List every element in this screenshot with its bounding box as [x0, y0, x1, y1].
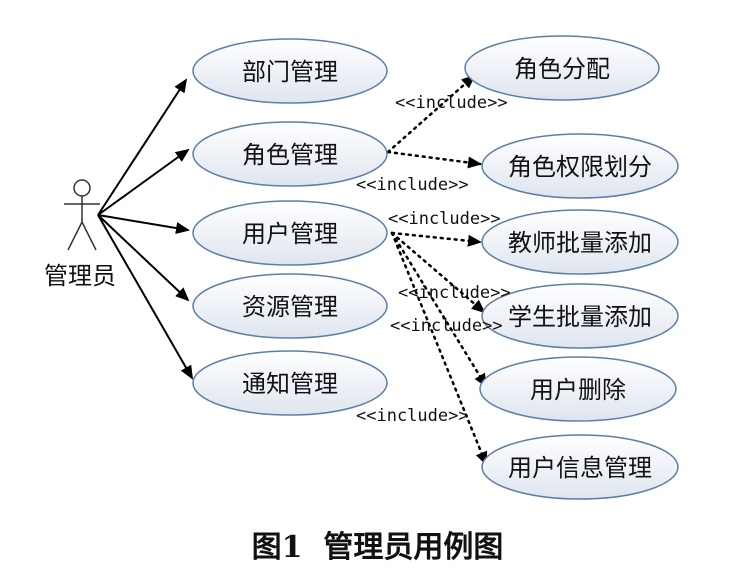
association-resource — [97, 214, 190, 302]
use-case-user: 用户管理 — [192, 200, 388, 266]
use-case-user-delete-label: 用户删除 — [530, 376, 626, 404]
use-case-role-label: 角色管理 — [242, 141, 338, 169]
include-label-user-info-manage: <<include>> — [356, 406, 469, 426]
use-case-role-assign: 角色分配 — [464, 35, 660, 101]
include-label-student-batch-add: <<include>> — [398, 283, 511, 303]
include-role-assign — [386, 74, 476, 154]
association-dept — [97, 78, 188, 216]
use-case-resource-label: 资源管理 — [242, 293, 338, 321]
use-case-notice: 通知管理 — [192, 350, 388, 416]
use-case-student-batch-add: 学生批量添加 — [481, 283, 679, 349]
use-case-role: 角色管理 — [192, 121, 388, 187]
include-label-teacher-batch-add: <<include>> — [388, 209, 501, 229]
use-case-role-assign-label: 角色分配 — [514, 55, 610, 83]
actor-admin-icon — [64, 179, 100, 251]
association-notice — [97, 214, 193, 380]
actor-label: 管理员 — [44, 262, 116, 290]
use-case-user-info-manage-label: 用户信息管理 — [508, 454, 652, 482]
association-role — [97, 148, 190, 216]
association-user — [97, 214, 190, 234]
use-case-dept-label: 部门管理 — [242, 58, 338, 86]
use-case-role-permission-label: 角色权限划分 — [508, 153, 652, 181]
use-case-teacher-batch-add: 教师批量添加 — [481, 209, 679, 275]
use-case-student-batch-add-label: 学生批量添加 — [508, 303, 652, 331]
include-user-delete — [390, 231, 488, 388]
use-case-teacher-batch-add-label: 教师批量添加 — [508, 229, 652, 257]
include-label-role-permission: <<include>> — [356, 175, 469, 195]
association-lines — [97, 78, 193, 380]
include-teacher-batch-add — [390, 231, 482, 247]
include-user-info-manage — [390, 231, 488, 466]
figure-caption: 图1 管理员用例图 — [0, 522, 755, 566]
use-case-resource: 资源管理 — [192, 273, 388, 339]
use-case-user-label: 用户管理 — [242, 220, 338, 248]
include-label-user-delete: <<include>> — [390, 316, 503, 336]
use-case-notice-label: 通知管理 — [242, 370, 338, 398]
caption-number: 图1 — [251, 530, 303, 565]
use-case-user-delete: 用户删除 — [479, 356, 677, 422]
include-label-role-assign: <<include>> — [395, 93, 508, 113]
include-lines — [386, 74, 488, 466]
caption-title: 管理员用例图 — [323, 530, 504, 565]
use-case-role-permission: 角色权限划分 — [481, 133, 679, 199]
include-role-permission — [386, 150, 482, 169]
include-student-batch-add — [390, 231, 486, 314]
use-case-dept: 部门管理 — [192, 38, 388, 104]
use-case-user-info-manage: 用户信息管理 — [481, 434, 679, 500]
